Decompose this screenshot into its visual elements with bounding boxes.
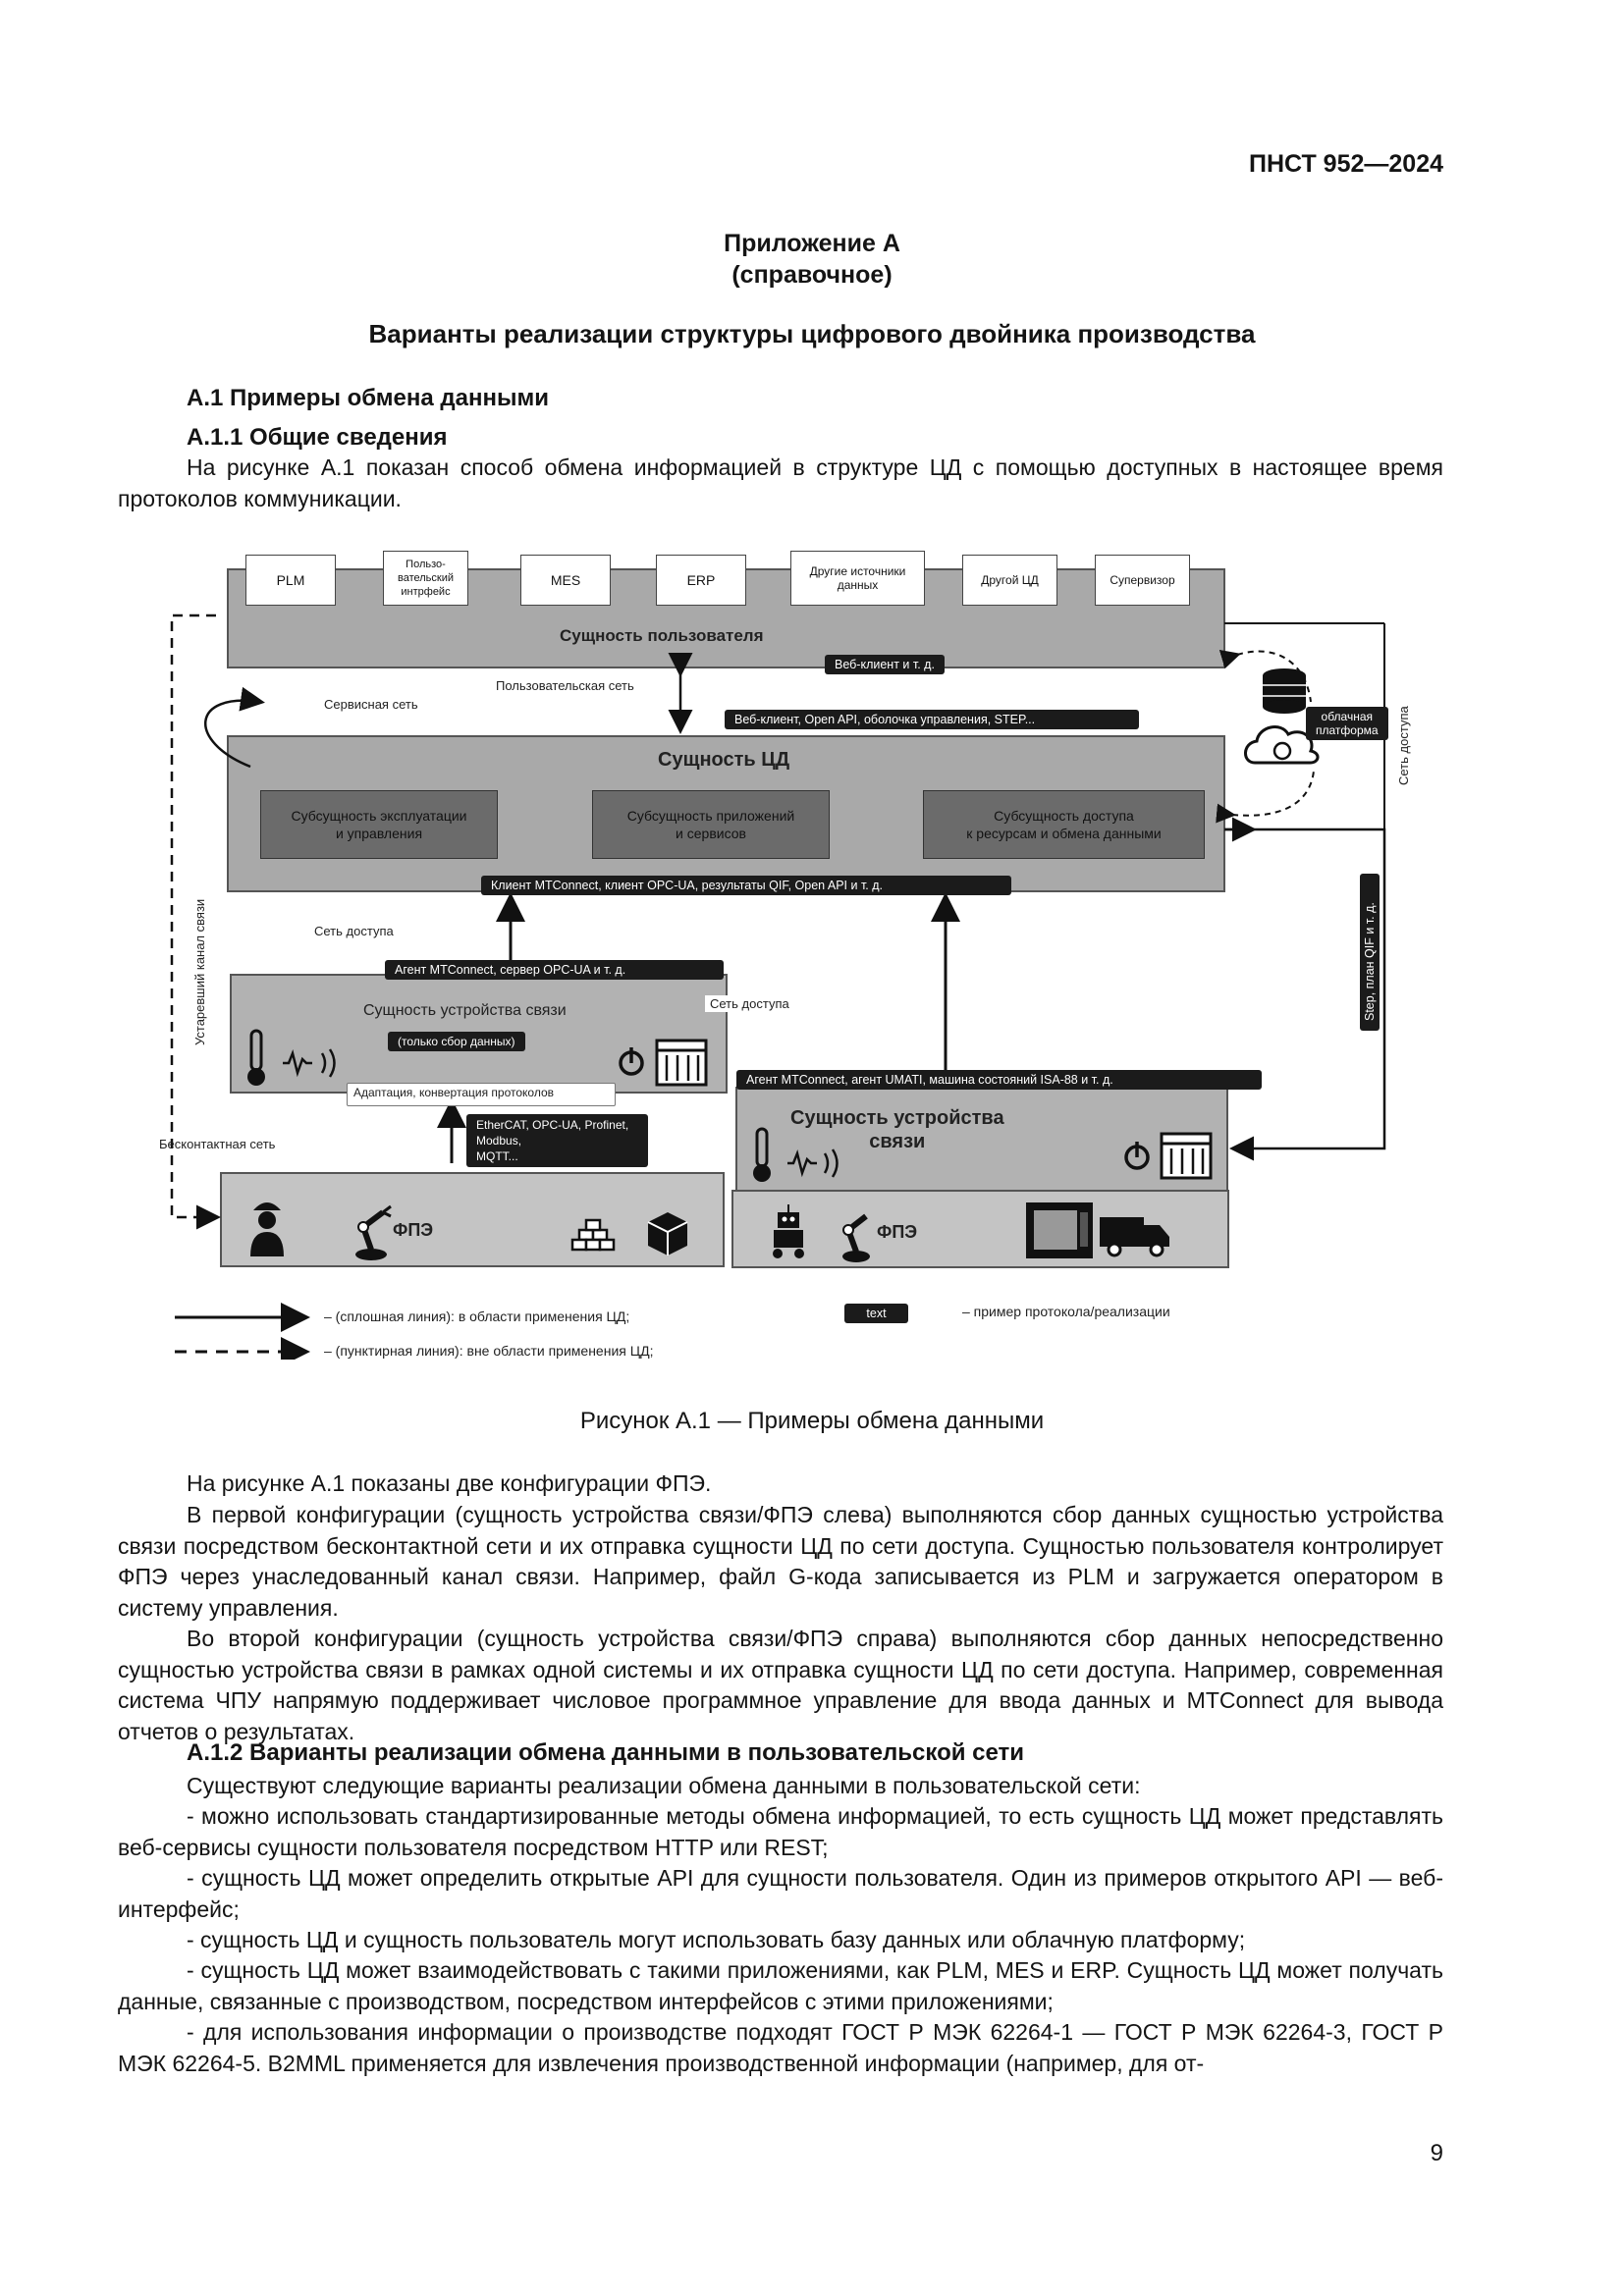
diagram-lines <box>170 568 1386 1360</box>
wireless-icon-left <box>320 1048 336 1078</box>
data-exchange-diagram: PLM Пользо- вательский интрфейс MES ERP … <box>157 535 1473 1360</box>
a12-paragraph-4-text: - сущность ЦД и сущность пользователь мо… <box>187 1927 1246 1952</box>
user-box-mes: MES <box>520 555 611 606</box>
a12-paragraph-5: - сущность ЦД может взаимодействовать с … <box>118 1955 1443 2017</box>
tag-web-client: Веб-клиент и т. д. <box>825 655 945 674</box>
device-right-title: Сущность устройства связи <box>790 1107 1004 1152</box>
sub-entity-operations: Субсущность эксплуатации и управления <box>260 790 498 859</box>
signal-wave-icon-left <box>283 1048 312 1078</box>
section-a1-heading: А.1 Примеры обмена данными <box>187 385 549 411</box>
database-icon <box>1263 668 1306 714</box>
device-right-box <box>735 1087 1228 1192</box>
a12-paragraph-1: Существуют следующие варианты реализации… <box>118 1771 1443 1802</box>
appendix-heading: Варианты реализации структуры цифрового … <box>368 319 1256 348</box>
fpe-right-label: ФПЭ <box>877 1222 918 1242</box>
worker-icon <box>250 1202 284 1256</box>
cnc-machine-icon <box>1026 1202 1093 1258</box>
a12-paragraph-1-text: Существуют следующие варианты реализации… <box>187 1773 1141 1798</box>
tag-step-qif: Step, план QIF и т. д. <box>1360 874 1380 1031</box>
a12-paragraph-4: - сущность ЦД и сущность пользователь мо… <box>118 1925 1443 1956</box>
user-box-erp: ERP <box>656 555 746 606</box>
control-panel-icon-right <box>1160 1132 1213 1180</box>
tag-dt-client: Клиент MTConnect, клиент OPC-UA, результ… <box>481 876 1011 895</box>
section-a11-heading: А.1.1 Общие сведения <box>187 424 448 451</box>
paragraph-1-text: На рисунке А.1 показаны две конфигурации… <box>187 1470 712 1496</box>
user-box-supervisor: Супервизор <box>1095 555 1190 606</box>
a12-paragraph-3-text: - сущность ЦД может определить открытые … <box>118 1865 1443 1922</box>
a12-paragraph-2-text: - можно использовать стандартизированные… <box>118 1803 1443 1860</box>
power-icon-left <box>619 1047 644 1076</box>
a12-paragraph-2: - можно использовать стандартизированные… <box>118 1801 1443 1863</box>
user-entity-title: Сущность пользователя <box>560 626 764 645</box>
intro-paragraph: На рисунке А.1 показан способ обмена инф… <box>118 453 1443 514</box>
control-panel-icon-left <box>655 1039 708 1087</box>
box-icon <box>647 1212 688 1255</box>
label-service-net: Сервисная сеть <box>324 697 418 712</box>
label-user-net: Пользовательская сеть <box>496 678 634 693</box>
thermometer-icon-left <box>247 1029 265 1086</box>
user-box-other-dt: Другой ЦД <box>962 555 1057 606</box>
tag-only-collection: (только сбор данных) <box>388 1032 525 1051</box>
label-access-net-mid: Сеть доступа <box>705 995 794 1012</box>
section-a12-heading: А.1.2 Варианты реализации обмена данными… <box>187 1739 1025 1766</box>
legend-text-tag: text <box>844 1304 908 1323</box>
a12-paragraph-6-text: - для использования информации о произво… <box>118 2019 1443 2076</box>
device-left-title: Сущность устройства связи <box>363 1002 567 1019</box>
wireless-icon-right <box>823 1148 839 1178</box>
figure-caption: Рисунок А.1 — Примеры обмена данными <box>579 1408 1045 1434</box>
label-access-net-right: Сеть доступа <box>1396 706 1411 785</box>
document-number: ПНСТ 952—2024 <box>1249 150 1443 178</box>
legend-tag-meaning: – пример протокола/реализации <box>962 1304 1170 1319</box>
tag-cloud-platform: облачная платформа <box>1306 707 1388 740</box>
intro-text: На рисунке А.1 показан способ обмена инф… <box>118 454 1443 511</box>
truck-icon <box>1100 1217 1169 1257</box>
a12-paragraph-3: - сущность ЦД может определить открытые … <box>118 1863 1443 1925</box>
appendix-title: Приложение А <box>724 230 900 257</box>
label-adaptation: Адаптация, конвертация протоколов <box>347 1083 616 1106</box>
tag-agent-left: Агент MTConnect, сервер OPC-UA и т. д. <box>385 960 724 980</box>
user-box-ui: Пользо- вательский интрфейс <box>383 551 468 606</box>
sub-entity-access: Субсущность доступа к ресурсам и обмена … <box>923 790 1205 859</box>
robot-icon <box>773 1204 804 1258</box>
tag-protocols: EtherCAT, OPC-UA, Profinet, Modbus, MQTT… <box>466 1114 648 1167</box>
paragraph-1: На рисунке А.1 показаны две конфигурации… <box>118 1468 1443 1500</box>
signal-wave-icon-right <box>787 1148 817 1178</box>
power-icon-right <box>1124 1142 1150 1170</box>
tag-agent-right: Агент MTConnect, агент UMATI, машина сос… <box>736 1070 1262 1090</box>
dt-entity-title: Сущность ЦД <box>658 749 790 771</box>
label-access-net-left: Сеть доступа <box>314 924 394 938</box>
cloud-sync-icon <box>1244 725 1320 765</box>
appendix-subtitle: (справочное) <box>731 261 893 289</box>
page-number: 9 <box>1430 2140 1443 2166</box>
paragraph-3: Во второй конфигурации (сущность устройс… <box>118 1624 1443 1747</box>
legend-solid: – (сплошная линия): в области применения… <box>324 1308 630 1324</box>
robot-arm-icon-right <box>842 1213 870 1262</box>
stacked-bricks-icon <box>570 1218 616 1252</box>
fpe-left-box <box>220 1172 725 1267</box>
paragraph-2-text: В первой конфигурации (сущность устройст… <box>118 1502 1443 1621</box>
label-legacy-link: Устаревший канал связи <box>192 898 207 1045</box>
a12-paragraph-5-text: - сущность ЦД может взаимодействовать с … <box>118 1957 1443 2014</box>
user-box-plm: PLM <box>245 555 336 606</box>
sub-entity-applications: Субсущность приложений и сервисов <box>592 790 830 859</box>
label-contactless: Бесконтактная сеть <box>159 1137 276 1151</box>
a12-paragraph-6: - для использования информации о произво… <box>118 2017 1443 2079</box>
legend-dashed: – (пунктирная линия): вне области примен… <box>324 1343 654 1359</box>
fpe-left-label: ФПЭ <box>393 1220 434 1240</box>
paragraph-2: В первой конфигурации (сущность устройст… <box>118 1500 1443 1624</box>
robot-arm-icon-left <box>355 1204 392 1260</box>
thermometer-icon-right <box>753 1127 771 1182</box>
user-box-other-sources: Другие источники данных <box>790 551 925 606</box>
appendix-title-block: Приложение А (справочное) <box>0 228 1624 291</box>
tag-web-api: Веб-клиент, Open API, оболочка управлени… <box>725 710 1139 729</box>
paragraph-3-text: Во второй конфигурации (сущность устройс… <box>118 1626 1443 1744</box>
